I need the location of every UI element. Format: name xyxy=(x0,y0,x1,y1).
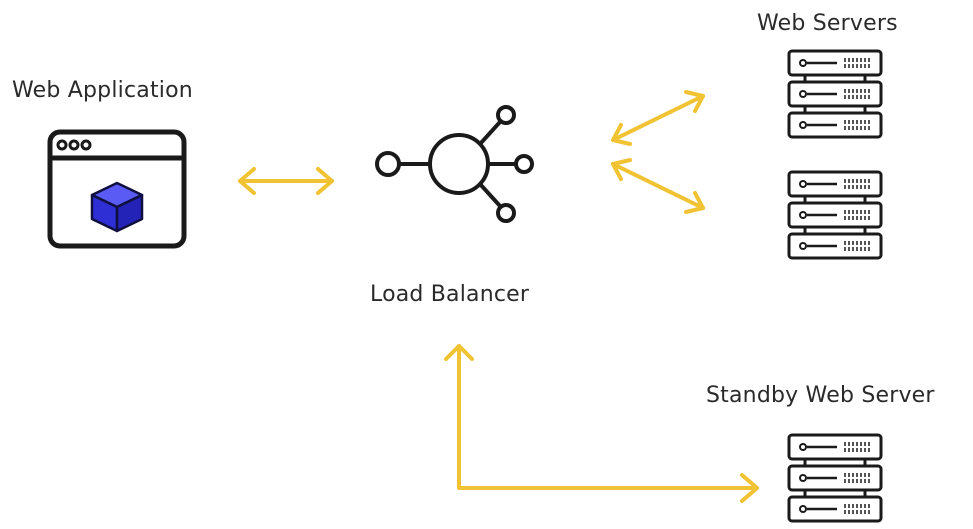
server-rack-icon-web-2 xyxy=(789,172,881,258)
standby-web-server-label: Standby Web Server xyxy=(706,383,935,408)
arrow-loadbalancer-server-bottom xyxy=(611,158,705,214)
cube-icon xyxy=(90,181,144,233)
server-rack-icon-standby xyxy=(789,435,881,521)
web-application-label: Web Application xyxy=(12,78,193,103)
window-dots xyxy=(56,139,92,151)
arrow-loadbalancer-server-top xyxy=(611,90,705,146)
server-rack-icon-web-1 xyxy=(789,51,881,137)
network-hub-icon xyxy=(375,105,534,223)
load-balancer-label: Load Balancer xyxy=(370,282,530,307)
browser-window-icon xyxy=(47,129,187,249)
arrow-loadbalancer-standby xyxy=(444,344,759,503)
arrow-webapp-loadbalancer xyxy=(238,167,334,195)
web-servers-label: Web Servers xyxy=(757,11,898,36)
